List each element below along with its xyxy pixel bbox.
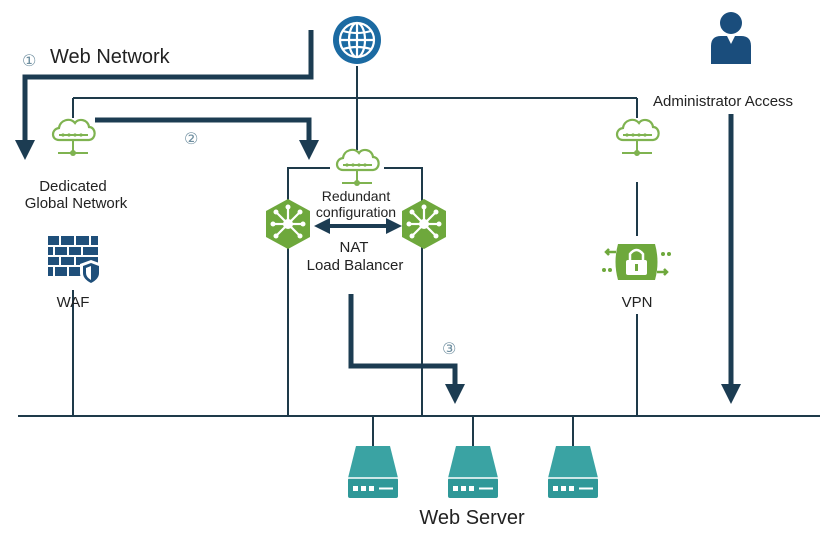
cloud-network-icon bbox=[615, 118, 660, 158]
waf-label: WAF bbox=[57, 294, 90, 311]
dedicated-network-label-line1: Dedicated bbox=[39, 178, 107, 195]
load-balancer-hexagon-icon bbox=[400, 198, 448, 250]
connection-lines bbox=[18, 66, 820, 446]
redundant-label-line1: Redundant bbox=[322, 188, 391, 204]
redundant-right-line bbox=[384, 167, 423, 416]
load-balancer-label: Load Balancer bbox=[307, 257, 404, 274]
route-2-arrow bbox=[95, 117, 319, 160]
server-icon bbox=[547, 445, 599, 499]
web-server-label: Web Server bbox=[419, 507, 525, 529]
route-1-arrow bbox=[15, 30, 314, 160]
server-icon bbox=[447, 445, 499, 499]
cloud-network-icon bbox=[51, 118, 96, 158]
route-3-arrow bbox=[348, 294, 465, 404]
administrator-access-label: Administrator Access bbox=[653, 93, 793, 110]
redundant-label-line2: configuration bbox=[316, 204, 396, 220]
load-balancer-hexagon-icon bbox=[264, 198, 312, 250]
nat-label: NAT bbox=[340, 239, 369, 256]
step-1-marker: ① bbox=[22, 51, 36, 70]
flow-arrows bbox=[15, 30, 741, 404]
firewall-shield-icon bbox=[48, 236, 102, 286]
step-3-marker: ③ bbox=[442, 339, 456, 358]
cloud-network-icon bbox=[335, 148, 380, 188]
web-network-label: Web Network bbox=[50, 46, 171, 68]
vpn-label: VPN bbox=[622, 294, 653, 311]
globe-icon bbox=[333, 16, 381, 64]
server-icon bbox=[347, 445, 399, 499]
step-2-marker: ② bbox=[184, 129, 198, 148]
redundant-left-line bbox=[287, 167, 330, 416]
user-icon bbox=[711, 12, 751, 64]
vpn-lock-icon bbox=[602, 244, 671, 280]
dedicated-network-label-line2: Global Network bbox=[25, 195, 128, 212]
